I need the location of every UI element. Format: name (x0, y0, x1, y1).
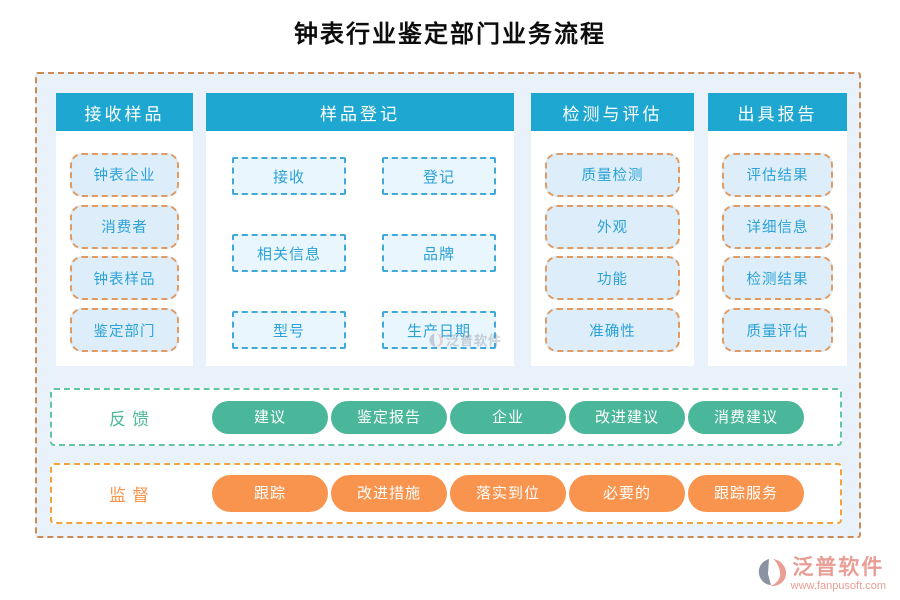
node-watch-enterprise: 钟表企业 (70, 152, 179, 197)
panel-receive-samples-body: 钟表企业 消费者 钟表样品 鉴定部门 (56, 131, 193, 366)
node-register: 登记 (382, 157, 496, 195)
feedback-band-label: 反馈 (109, 409, 155, 429)
pill-consumption-advice: 消费建议 (688, 400, 804, 434)
node-receive: 接收 (232, 157, 346, 195)
pill-suggestion: 建议 (212, 400, 328, 434)
panel-receive-samples-header: 接收样品 (56, 93, 193, 131)
supervision-band-label: 监督 (109, 486, 155, 505)
pill-tracking: 跟踪 (212, 475, 328, 512)
node-model: 型号 (232, 311, 346, 349)
node-evaluation-result: 评估结果 (722, 152, 833, 197)
feedback-pills: 建议 鉴定报告 企业 改进建议 消费建议 (212, 400, 804, 434)
panel-receive-samples: 接收样品 钟表企业 消费者 钟表样品 鉴定部门 (56, 93, 193, 366)
node-consumer: 消费者 (70, 204, 179, 249)
panel-sample-registration: 样品登记 接收 登记 相关信息 品牌 型号 生产日期 (206, 93, 514, 366)
pill-necessary: 必要的 (569, 475, 685, 512)
node-quality-test: 质量检测 (545, 152, 680, 197)
node-test-result: 检测结果 (722, 256, 833, 301)
fanpu-brand-name: 泛普软件 (792, 555, 885, 579)
pill-enterprise: 企业 (450, 400, 566, 434)
pill-improvement-suggestion: 改进建议 (569, 400, 685, 434)
panel-issue-report-header: 出具报告 (708, 93, 847, 131)
node-watch-sample: 钟表样品 (70, 256, 179, 301)
panel-issue-report: 出具报告 评估结果 详细信息 检测结果 质量评估 (708, 93, 847, 366)
fanpu-logo-icon (758, 558, 786, 587)
node-appearance: 外观 (545, 204, 680, 249)
fanpu-logo-text: 泛普软件 www.fanpusoft.com (791, 556, 886, 592)
diagram-container: 接收样品 钟表企业 消费者 钟表样品 鉴定部门 样品登记 接收 登记 相关信息 … (35, 72, 861, 538)
feedback-band: 反馈 建议 鉴定报告 企业 改进建议 消费建议 (50, 388, 842, 446)
fanpu-website-url: www.fanpusoft.com (790, 580, 886, 592)
fanpu-logo: 泛普软件 www.fanpusoft.com (756, 556, 886, 592)
node-detail-info: 详细信息 (722, 204, 833, 249)
node-brand: 品牌 (382, 234, 496, 272)
supervision-pills: 跟踪 改进措施 落实到位 必要的 跟踪服务 (212, 475, 804, 512)
diagram-title: 钟表行业鉴定部门业务流程 (294, 19, 606, 48)
panel-testing-evaluation: 检测与评估 质量检测 外观 功能 准确性 (531, 93, 694, 366)
node-quality-evaluation: 质量评估 (722, 308, 833, 353)
panel-issue-report-body: 评估结果 详细信息 检测结果 质量评估 (708, 131, 847, 366)
pill-improvement-measures: 改进措施 (331, 475, 447, 512)
panel-testing-evaluation-header: 检测与评估 (531, 93, 694, 131)
node-accuracy: 准确性 (545, 308, 680, 353)
panel-sample-registration-header: 样品登记 (206, 93, 514, 131)
pill-tracking-service: 跟踪服务 (688, 475, 804, 512)
pill-appraisal-report: 鉴定报告 (331, 400, 447, 434)
node-production-date: 生产日期 (382, 311, 496, 349)
node-function: 功能 (545, 256, 680, 301)
panel-testing-evaluation-body: 质量检测 外观 功能 准确性 (531, 131, 694, 366)
supervision-band: 监督 跟踪 改进措施 落实到位 必要的 跟踪服务 (50, 463, 842, 524)
node-appraisal-dept: 鉴定部门 (70, 308, 179, 353)
panel-sample-registration-body: 接收 登记 相关信息 品牌 型号 生产日期 (206, 131, 514, 366)
pill-implementation: 落实到位 (450, 475, 566, 512)
node-related-info: 相关信息 (232, 234, 346, 272)
